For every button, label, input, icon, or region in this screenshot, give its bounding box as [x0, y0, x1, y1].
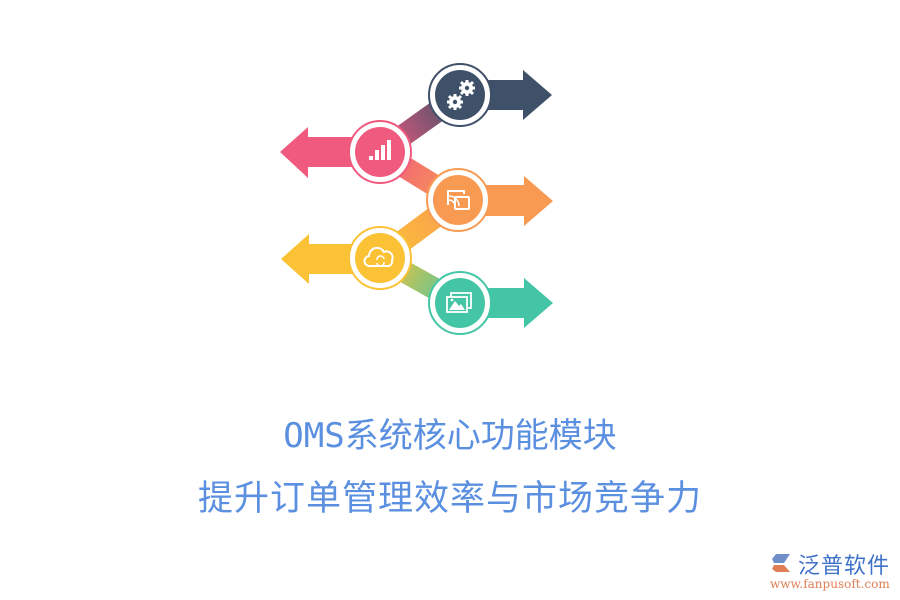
brand-logo: 泛普软件 www.fanpusoft.com — [768, 548, 898, 598]
brand-url: www.fanpusoft.com — [770, 577, 890, 591]
step-2-node — [348, 120, 412, 184]
arrow-step-3 — [468, 176, 553, 226]
brand-mark-icon — [772, 554, 790, 572]
arrow-step-1 — [470, 70, 552, 120]
cloud-sync-icon — [363, 246, 394, 267]
screen-cast-icon — [447, 190, 470, 210]
arrow-step-4 — [281, 234, 370, 284]
image-gallery-icon — [446, 292, 472, 313]
arrow-step-5 — [470, 278, 553, 328]
step-3-node — [426, 168, 490, 232]
brand-name: 泛普软件 — [798, 554, 891, 579]
title-line-2: 提升订单管理效率与市场竞争力 — [197, 479, 702, 519]
title-line-1: OMS系统核心功能模块 — [283, 416, 617, 456]
arrow-step-2 — [280, 127, 370, 178]
step-1-node — [428, 63, 492, 127]
step-4-node — [348, 226, 412, 290]
signal-bars-icon — [369, 140, 391, 160]
gears-icon — [447, 80, 475, 110]
step-5-node — [428, 271, 492, 335]
process-diagram — [280, 63, 553, 335]
